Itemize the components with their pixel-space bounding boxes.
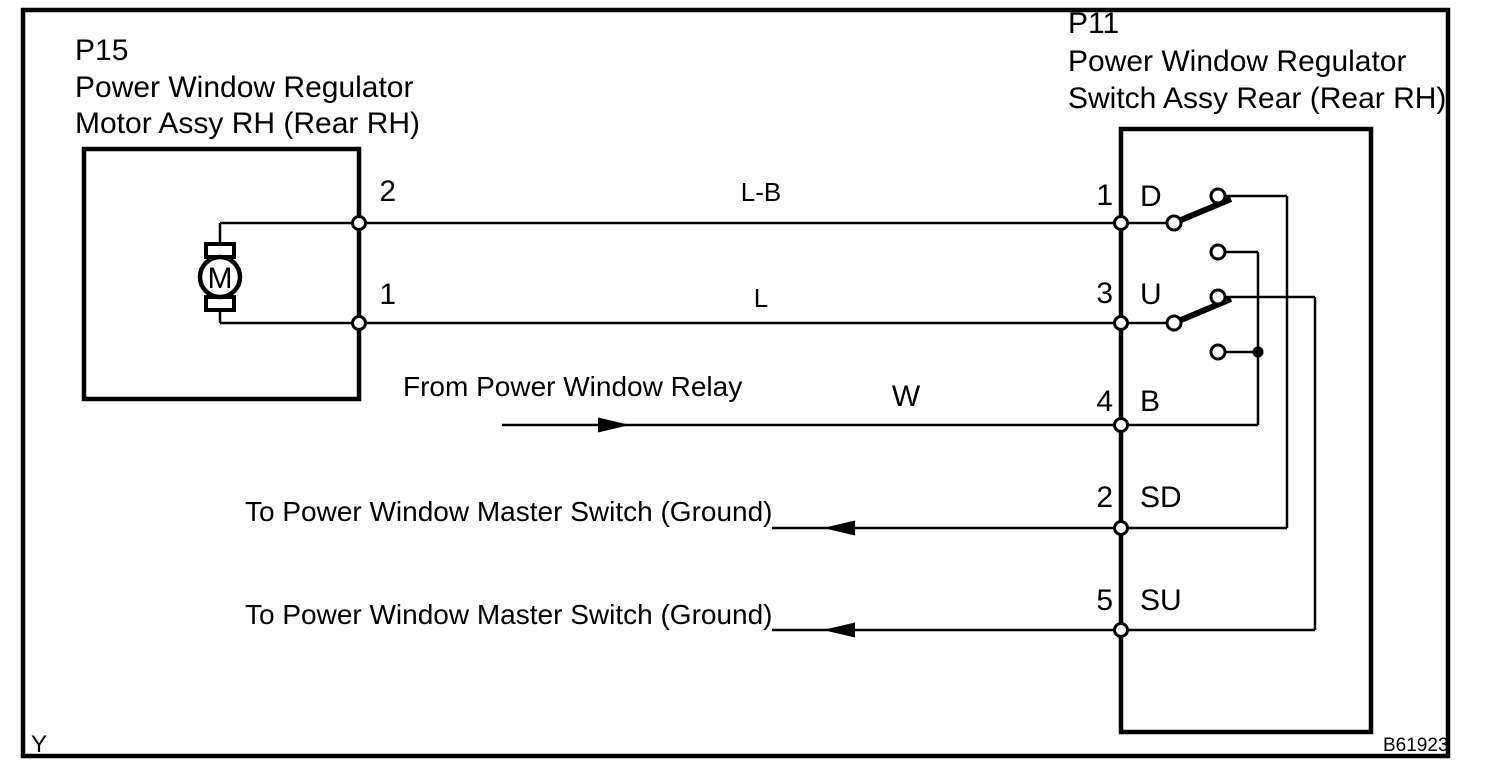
footer-figure-id: B61923: [1383, 735, 1449, 756]
wire-label-l: L: [754, 283, 768, 313]
switch-contact-d: [1209, 187, 1227, 205]
terminal-p11-pin1: [1113, 215, 1129, 231]
p15-pin1-number: 1: [379, 278, 396, 311]
motor-label: M: [208, 262, 233, 295]
switch-pivot-u: [1165, 314, 1183, 332]
p11-name-line1: Power Window Regulator: [1068, 45, 1406, 78]
connector-p15-box: [81, 146, 362, 402]
p15-name-line2: Motor Assy RH (Rear RH): [75, 107, 420, 140]
arrow-left-icon: [823, 622, 855, 638]
p11-pin4-number: 4: [1096, 385, 1113, 418]
p11-signal-d: D: [1140, 180, 1162, 213]
p11-code: P11: [1068, 7, 1119, 40]
p15-pin2-number: 2: [379, 175, 396, 208]
terminal-p11-pin5: [1113, 622, 1129, 638]
terminal-p11-pin3: [1113, 315, 1129, 331]
junction-dot: [1252, 346, 1264, 358]
terminal-p11-pin2: [1113, 520, 1129, 536]
connector-p11-box: [1118, 126, 1374, 735]
p11-signal-su: SU: [1140, 584, 1182, 617]
p15-code: P15: [75, 34, 128, 67]
switch-contact-bottom: [1209, 343, 1227, 361]
switch-contact-mid: [1209, 243, 1227, 261]
p11-name-line2: Switch Assy Rear (Rear RH): [1068, 82, 1446, 115]
switch-contact-u: [1209, 288, 1227, 306]
wire-label-l-b: L-B: [741, 177, 781, 207]
p11-signal-b: B: [1140, 385, 1160, 418]
terminal-p15-pin1: [351, 315, 367, 331]
p11-pin2-number: 2: [1096, 481, 1113, 514]
p11-pin3-number: 3: [1096, 277, 1113, 310]
switch-pivot-d: [1165, 214, 1183, 232]
arrow-right-icon: [598, 417, 630, 433]
diagram-border-frame: [20, 7, 1451, 759]
terminal-p11-pin4: [1113, 417, 1129, 433]
annotation-to-master-su: To Power Window Master Switch (Ground): [245, 599, 773, 630]
p11-pin5-number: 5: [1096, 584, 1113, 617]
arrow-left-icon: [823, 520, 855, 536]
p11-signal-sd: SD: [1140, 481, 1182, 514]
footer-section-code: Y: [31, 731, 47, 758]
terminal-p15-pin2: [351, 215, 367, 231]
p15-name-line1: Power Window Regulator: [75, 71, 413, 104]
p11-signal-u: U: [1140, 278, 1162, 311]
annotation-to-master-sd: To Power Window Master Switch (Ground): [245, 496, 773, 527]
motor-circle-icon: [197, 254, 243, 300]
p11-pin1-number: 1: [1096, 179, 1113, 212]
annotation-from-relay: From Power Window Relay: [403, 371, 742, 402]
wire-label-w: W: [892, 380, 921, 413]
